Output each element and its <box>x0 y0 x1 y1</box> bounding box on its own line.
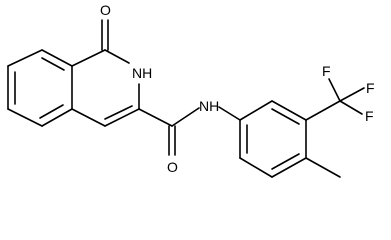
molecule-structure: O NH NH O F F F <box>7 2 375 178</box>
bond <box>271 157 307 178</box>
atom-label-carbonyl-oxygen: O <box>100 2 111 18</box>
double-bond <box>271 108 300 125</box>
bond <box>71 108 106 127</box>
atom-label-amide-nh: NH <box>199 98 219 114</box>
bond <box>41 49 73 67</box>
c-f-bond <box>339 87 365 102</box>
c-f-bond <box>339 100 363 115</box>
double-bond <box>41 57 65 71</box>
bond <box>171 107 200 127</box>
double-bond <box>39 104 64 119</box>
atom-label-fluorine-2: F <box>366 80 375 96</box>
bond <box>104 108 140 127</box>
bond <box>104 49 130 64</box>
trifluoromethyl-group <box>305 78 365 121</box>
atom-label-ring-nh: NH <box>132 65 152 81</box>
bond <box>218 106 241 121</box>
c-f-bond <box>328 78 341 102</box>
methyl-bond <box>305 157 341 178</box>
atom-label-amide-oxygen: O <box>167 159 178 175</box>
bond <box>41 108 73 127</box>
benzo-ring <box>7 49 73 127</box>
bond <box>239 100 273 121</box>
bond <box>7 108 43 127</box>
atom-label-fluorine-3: F <box>365 108 374 124</box>
amide-linkage <box>138 106 241 156</box>
double-bond <box>271 153 300 170</box>
double-bond <box>104 105 133 120</box>
bond <box>138 108 173 127</box>
pyridinone-ring <box>71 19 140 127</box>
bond <box>71 49 106 67</box>
aryl-ring <box>239 100 307 178</box>
bond <box>271 100 307 121</box>
bond <box>305 100 341 121</box>
atom-label-fluorine-1: F <box>322 63 331 79</box>
bond <box>7 49 43 67</box>
bond <box>239 157 273 178</box>
